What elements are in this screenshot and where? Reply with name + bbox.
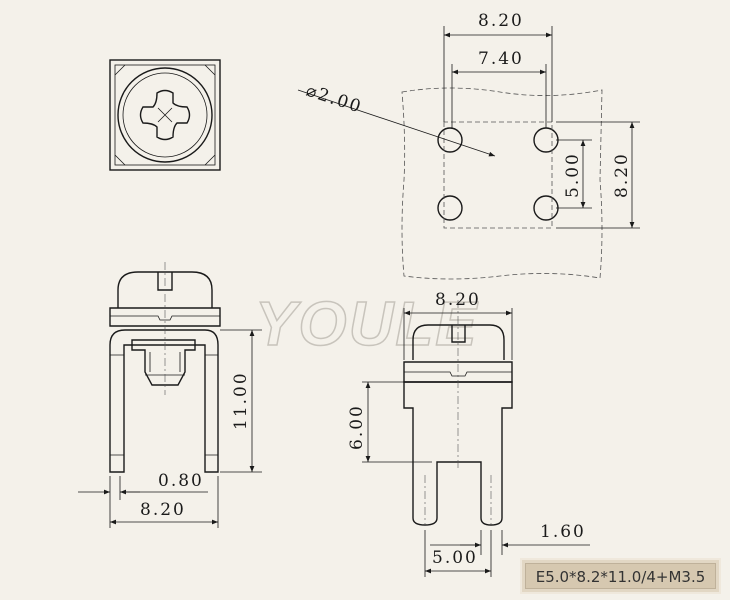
front-view: 8.20 6.00 1.60 5.00: [347, 290, 590, 577]
dim-side-thickness: 0.80: [158, 471, 204, 491]
dim-side-height: 11.00: [231, 371, 251, 430]
dim-side-width: 8.20: [140, 500, 186, 520]
footprint-view: 8.20 7.40 ⌀2.00 5.00 8.20: [297, 11, 640, 280]
part-label-box: E5.0*8.2*11.0/4+M3.5: [520, 558, 721, 594]
dim-front-width: 8.20: [435, 290, 481, 310]
dim-footprint-height-inner: 5.00: [563, 152, 583, 198]
top-view: [109, 59, 221, 171]
dim-footprint-width-inner: 7.40: [478, 49, 524, 69]
part-label: E5.0*8.2*11.0/4+M3.5: [525, 563, 716, 589]
dim-footprint-width-outer: 8.20: [478, 11, 524, 31]
side-view: 11.00 0.80 8.20: [78, 262, 262, 528]
dim-footprint-height-outer: 8.20: [612, 152, 632, 198]
dim-hole-diameter: ⌀2.00: [303, 81, 364, 118]
mounting-holes: [437, 127, 559, 221]
dim-front-body-height: 6.00: [347, 404, 367, 450]
dim-pin-pitch: 5.00: [432, 548, 478, 568]
dim-pin-width: 1.60: [540, 522, 586, 542]
